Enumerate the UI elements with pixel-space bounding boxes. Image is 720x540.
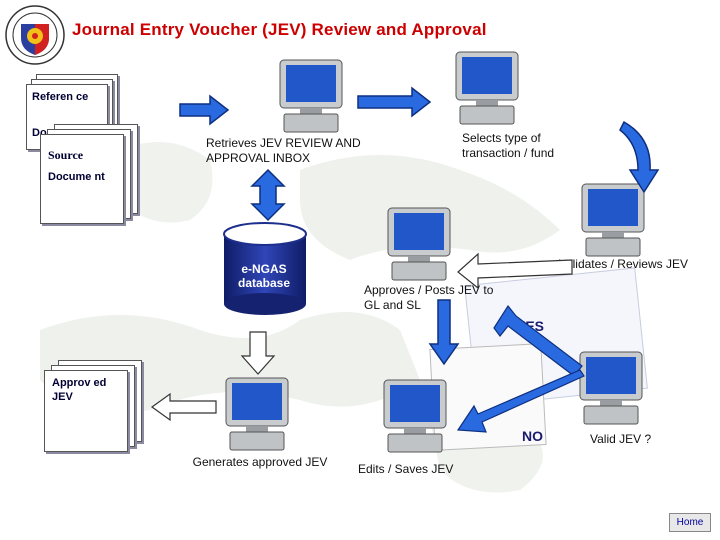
e-ngas-database-icon xyxy=(223,222,307,315)
home-button[interactable]: Home xyxy=(669,513,711,532)
step-valid-jev-question: Valid JEV ? xyxy=(590,432,652,446)
agency-seal-icon xyxy=(5,5,65,65)
arrow-retrieve-to-select xyxy=(357,86,432,118)
arrow-approve-to-database xyxy=(428,299,460,366)
arrow-yes-to-validate xyxy=(493,304,583,377)
source-doc-label: Source xyxy=(48,148,84,162)
computer-icon-validate xyxy=(581,183,645,257)
decision-no-label: NO xyxy=(522,428,543,444)
arrow-validate-to-approve xyxy=(457,252,573,290)
reference-doc-label: Referen ce xyxy=(32,91,89,103)
source-document-stack: Source Docume nt xyxy=(40,124,150,234)
step-selects-type: Selects type of transaction / fund xyxy=(462,131,555,160)
arrow-select-to-validate xyxy=(619,120,660,194)
database-label: e-NGAS database xyxy=(237,262,291,290)
approved-jev-document-stack: Approv ed JEV xyxy=(44,360,154,470)
computer-icon-select xyxy=(455,51,519,125)
source-doc-label-bottom: Docume nt xyxy=(48,171,105,183)
step-validates-reviews: Validates / Reviews JEV xyxy=(558,257,688,271)
computer-icon-edit xyxy=(383,379,447,453)
step-approves-posts: Approves / Posts JEV to GL and SL xyxy=(364,283,494,312)
arrow-documents-to-retrieve xyxy=(179,94,230,126)
computer-icon-approve xyxy=(387,207,451,281)
page-title: Journal Entry Voucher (JEV) Review and A… xyxy=(72,20,487,39)
arrow-database-retrieve xyxy=(250,168,286,222)
approved-jev-label: Approv ed JEV xyxy=(52,377,107,403)
step-retrieves-inbox: Retrieves JEV REVIEW AND APPROVAL INBOX xyxy=(206,136,361,165)
arrow-generate-to-approved-jev xyxy=(150,392,217,422)
computer-icon-retrieve xyxy=(279,59,343,133)
computer-icon-valid-check xyxy=(579,351,643,425)
computer-icon-generate xyxy=(225,377,289,451)
step-edits-saves: Edits / Saves JEV xyxy=(358,462,454,476)
step-generates-approved: Generates approved JEV xyxy=(192,455,328,469)
arrow-no-to-edit xyxy=(456,370,585,433)
arrow-database-to-generate xyxy=(240,331,276,375)
